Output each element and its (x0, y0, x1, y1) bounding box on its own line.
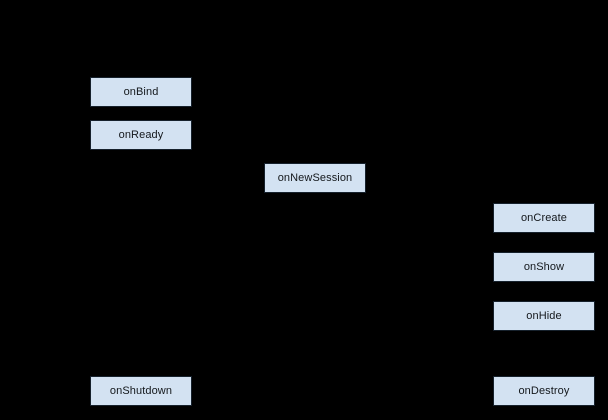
node-on-show[interactable]: onShow (493, 252, 595, 282)
node-on-new-session[interactable]: onNewSession (264, 163, 366, 193)
node-on-create[interactable]: onCreate (493, 203, 595, 233)
node-on-bind[interactable]: onBind (90, 77, 192, 107)
node-on-ready[interactable]: onReady (90, 120, 192, 150)
node-on-shutdown[interactable]: onShutdown (90, 376, 192, 406)
node-on-destroy[interactable]: onDestroy (493, 376, 595, 406)
node-on-hide[interactable]: onHide (493, 301, 595, 331)
